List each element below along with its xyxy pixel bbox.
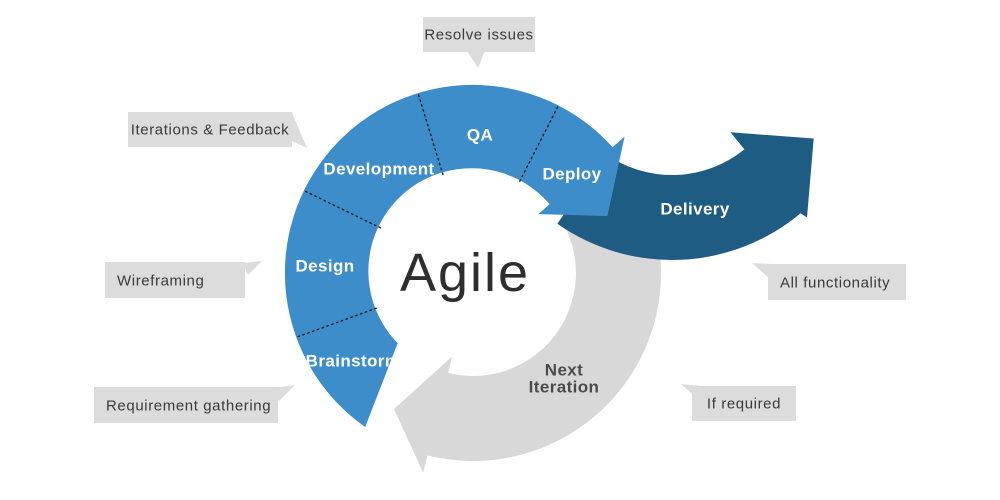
delivery-arrow (557, 132, 814, 260)
callout-box (105, 262, 245, 298)
callout-text-requirement-gathering: Requirement gathering (106, 398, 271, 415)
next-iteration-label-line1: Next (545, 361, 583, 380)
callout-box (692, 386, 796, 421)
agile-cycle-ring (284, 84, 625, 427)
divider-qa-deploy (519, 104, 560, 182)
callout-text-resolve-issues: Resolve issues (424, 27, 533, 44)
divider-design-development (303, 189, 382, 229)
callout-box (768, 264, 906, 300)
divider-brainstorm-design (295, 307, 377, 338)
segment-dividers (295, 92, 560, 338)
segment-label-deploy: Deploy (542, 165, 601, 184)
callout-requirement-gathering (94, 385, 295, 423)
diagram-title: Agile (400, 243, 530, 303)
callout-if-required (681, 384, 796, 421)
callout-pointer (292, 113, 307, 148)
callout-text-iterations-feedback: Iterations & Feedback (131, 122, 290, 139)
callouts: Resolve issues Iterations & Feedback Wir… (94, 17, 906, 423)
callout-pointer (467, 51, 485, 68)
callout-box (94, 387, 278, 423)
callout-pointer (752, 263, 772, 278)
callout-iterations-feedback (128, 112, 307, 148)
next-iteration-label-line2: Iteration (529, 378, 600, 397)
segment-label-qa: QA (467, 126, 493, 145)
callout-wireframing (105, 261, 262, 298)
callout-pointer (243, 261, 262, 275)
callout-text-all-functionality: All functionality (780, 275, 890, 292)
callout-text-if-required: If required (707, 396, 781, 413)
callout-pointer (681, 384, 701, 399)
callout-text-wireframing: Wireframing (117, 273, 204, 290)
divider-development-qa (417, 92, 444, 176)
segment-label-development: Development (323, 160, 434, 179)
callout-resolve-issues (423, 17, 535, 68)
callout-pointer (272, 385, 295, 401)
next-iteration-arrow (394, 184, 662, 473)
delivery-label: Delivery (660, 200, 730, 219)
callout-all-functionality (752, 263, 906, 300)
segment-label-design: Design (295, 257, 354, 276)
callout-box (128, 112, 292, 147)
callout-box (423, 17, 535, 52)
segment-label-brainstorm: Brainstorm (306, 352, 401, 371)
